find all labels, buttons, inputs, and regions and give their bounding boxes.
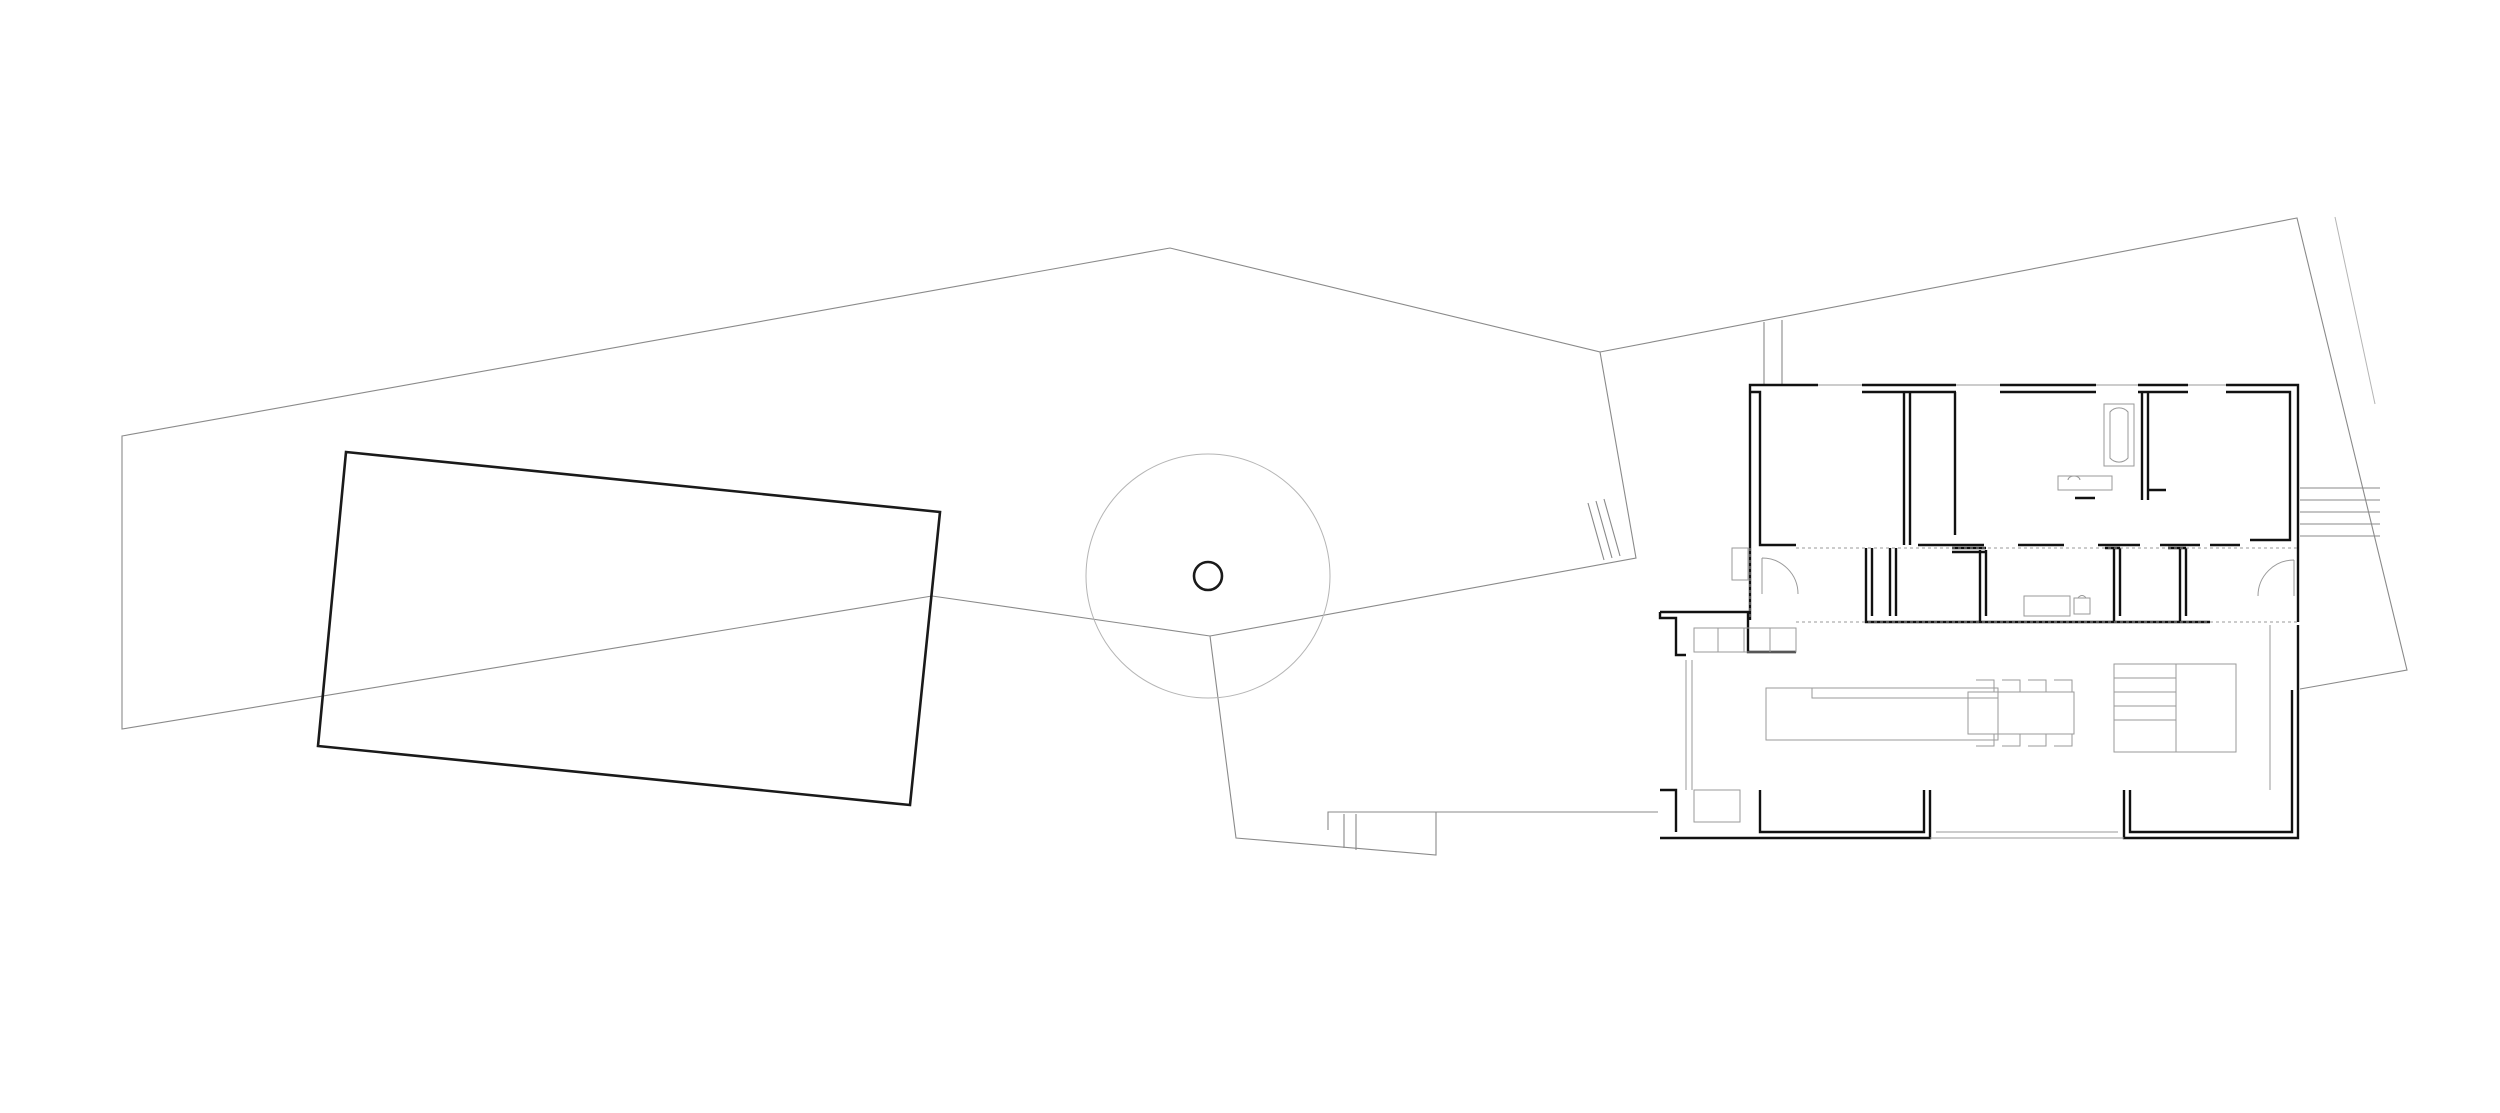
north-wing-rooms xyxy=(1918,496,2240,547)
terrace-boundary xyxy=(1209,635,1437,856)
tree-canopy xyxy=(1085,453,1331,699)
terrace-bench xyxy=(1693,627,1797,653)
kitchen-bench xyxy=(1765,687,1999,741)
bathtub xyxy=(2103,403,2135,467)
dining-table xyxy=(1967,679,2075,747)
circulation-dashes xyxy=(1749,547,2298,623)
lawn-east-boundary xyxy=(1599,217,2408,690)
living-wing-walls xyxy=(1658,610,2300,840)
utility-box xyxy=(1731,547,1749,581)
tree xyxy=(1085,453,1331,699)
north-wing-inner-walls xyxy=(1862,390,2188,545)
staircase xyxy=(2113,663,2237,753)
south-steps xyxy=(1343,814,1357,850)
vanity xyxy=(2057,475,2113,491)
terrace-box xyxy=(1693,789,1741,823)
house xyxy=(1658,383,2300,840)
living-wing-glazing xyxy=(1685,384,2271,839)
east-steps xyxy=(2300,487,2380,537)
east-door-swing xyxy=(2257,559,2295,597)
west-step-lines xyxy=(1587,498,1621,561)
laundry-bench xyxy=(2023,595,2071,617)
core-walls xyxy=(1864,546,2210,624)
site-boundary xyxy=(121,216,2408,856)
wc xyxy=(2073,594,2091,615)
north-wing-walls xyxy=(1748,383,2300,622)
pool xyxy=(316,450,942,807)
north-step-lines xyxy=(1763,320,1783,385)
east-edge-line xyxy=(2334,216,2376,405)
west-door-swing xyxy=(1761,557,1799,595)
tree-trunk xyxy=(1192,560,1224,592)
lawn-west-boundary xyxy=(121,247,1637,730)
